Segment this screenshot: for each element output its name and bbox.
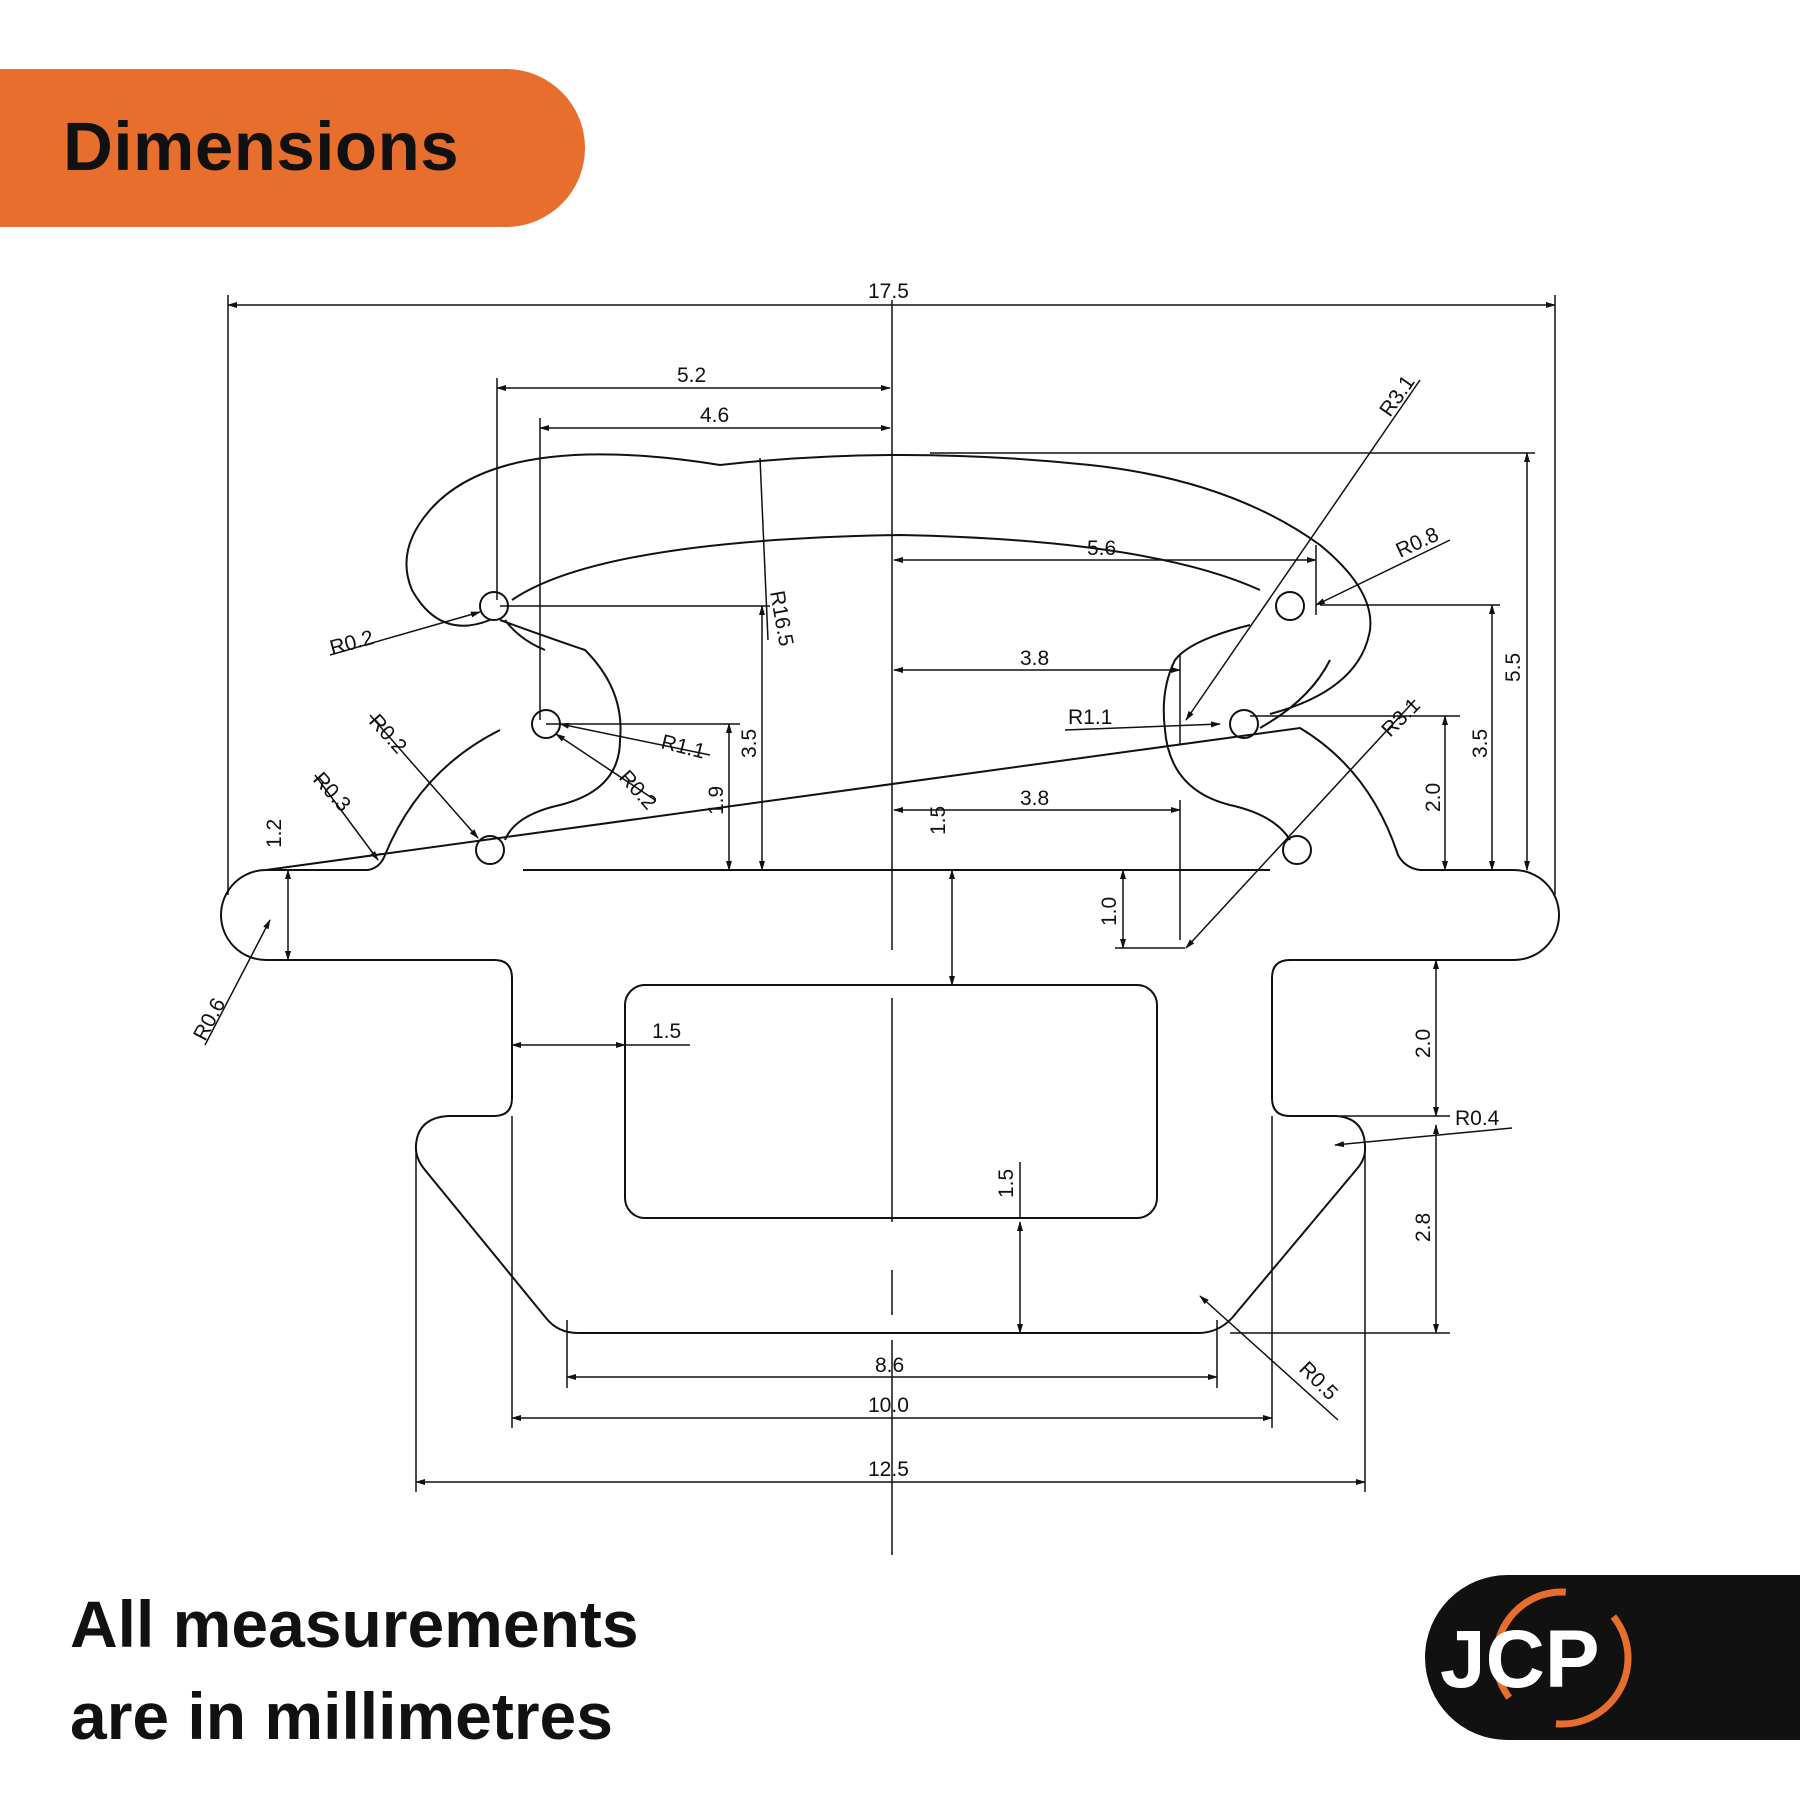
dimension-lines xyxy=(204,295,1556,1492)
dimension-labels: 17.5 5.2 4.6 5.6 3.8 3.8 R3.1 R3.1 R0.8 … xyxy=(189,280,1525,1481)
dim-r0-4: R0.4 xyxy=(1455,1107,1500,1130)
dim-3-8-low: 3.8 xyxy=(1020,787,1049,810)
dim-r3-1-mid: R3.1 xyxy=(1377,694,1425,742)
dim-r0-2-left-top: R0.2 xyxy=(327,626,376,660)
dim-4-6: 4.6 xyxy=(700,404,729,427)
dim-r16-5: R16.5 xyxy=(765,589,797,648)
dim-1-0: 1.0 xyxy=(1098,897,1121,926)
dim-3-5-left: 3.5 xyxy=(738,729,761,758)
dim-r1-1-right: R1.1 xyxy=(1068,706,1112,729)
profile-outline xyxy=(220,453,1560,1334)
dim-5-2: 5.2 xyxy=(677,364,706,387)
dim-1-5-base: 1.5 xyxy=(995,1169,1018,1198)
dim-r0-5: R0.5 xyxy=(1294,1357,1342,1405)
dim-r0-6: R0.6 xyxy=(189,994,230,1044)
dim-2-0-lower: 2.0 xyxy=(1412,1029,1435,1058)
dim-10-0: 10.0 xyxy=(868,1394,909,1417)
measurement-note-line-2: are in millimetres xyxy=(70,1679,613,1753)
dim-r0-2-left-low: R0.2 xyxy=(614,766,661,814)
logo-text: JCP xyxy=(1440,1614,1600,1705)
dim-12-5: 12.5 xyxy=(868,1458,909,1481)
dim-5-5: 5.5 xyxy=(1502,653,1525,682)
dim-1-2: 1.2 xyxy=(263,819,286,848)
dim-1-9: 1.9 xyxy=(705,786,728,815)
measurement-note: All measurements are in millimetres xyxy=(70,1578,639,1762)
dim-2-8: 2.8 xyxy=(1412,1213,1435,1242)
header-banner xyxy=(0,69,585,227)
dim-2-0-right: 2.0 xyxy=(1422,783,1445,812)
dim-1-5-center: 1.5 xyxy=(927,806,950,835)
page-title: Dimensions xyxy=(63,108,460,185)
dim-r1-1-left: R1.1 xyxy=(659,731,708,764)
jcp-logo: JCP xyxy=(1425,1575,1800,1740)
measurement-note-line-1: All measurements xyxy=(70,1587,639,1661)
dim-1-5-wall: 1.5 xyxy=(652,1020,681,1043)
dim-5-6: 5.6 xyxy=(1087,537,1116,560)
dim-r3-1-top: R3.1 xyxy=(1375,371,1419,421)
dim-8-6: 8.6 xyxy=(875,1354,904,1377)
dim-3-5-right: 3.5 xyxy=(1469,729,1492,758)
dim-17-5: 17.5 xyxy=(868,280,909,303)
dim-3-8-mid: 3.8 xyxy=(1020,647,1049,670)
